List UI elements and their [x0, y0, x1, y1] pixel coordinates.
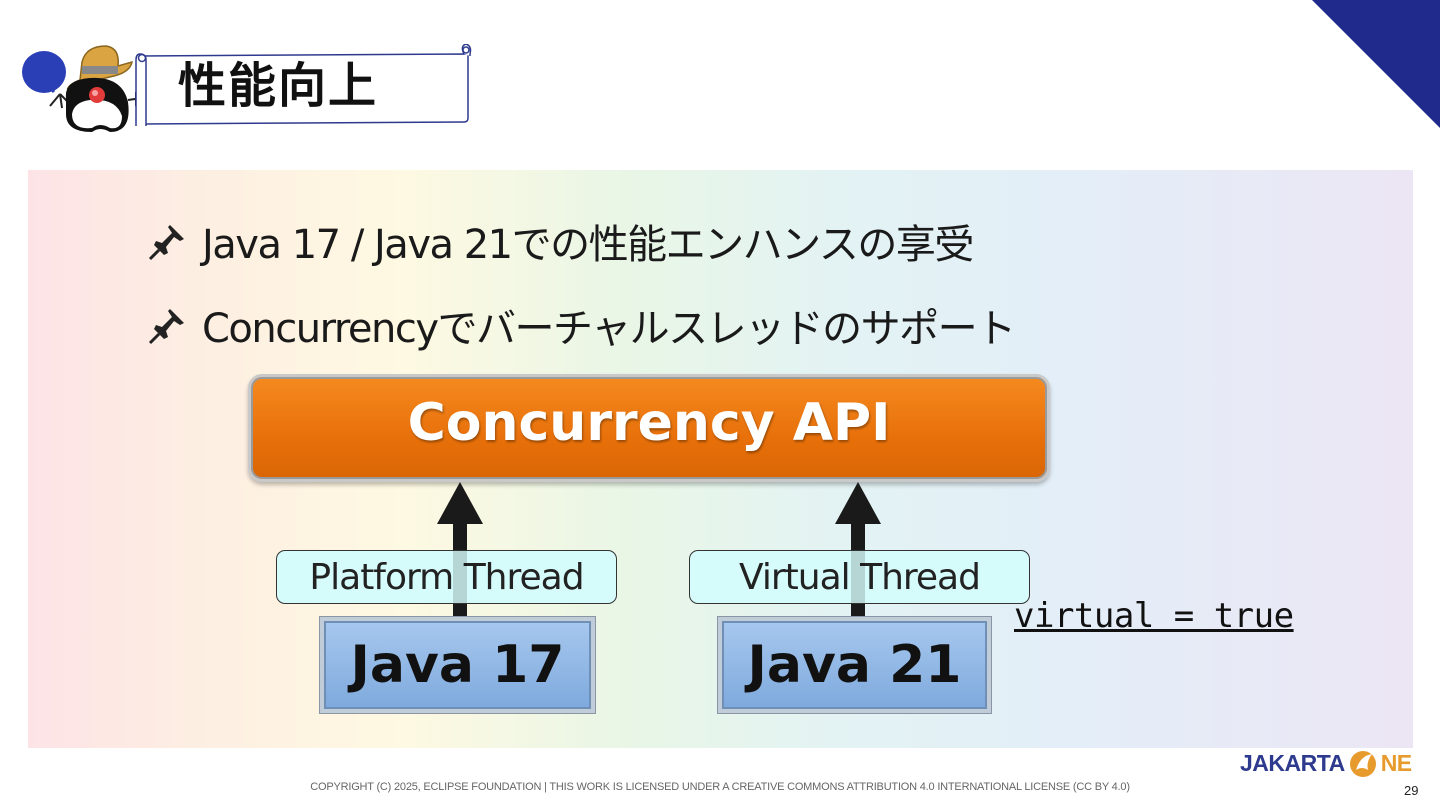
- brand-text-left: JAKARTA: [1240, 749, 1345, 776]
- java-21-box: Java 21: [717, 616, 992, 714]
- bullet-text: Concurrencyでバーチャルスレッドのサポート: [202, 306, 1016, 352]
- bullet-text: Java 17 / Java 21での性能エンハンスの享受: [202, 222, 974, 268]
- thread-label: Virtual Thread: [739, 556, 981, 598]
- java-17-box: Java 17: [319, 616, 596, 714]
- java-version-label: Java 17: [350, 635, 565, 695]
- bullet-item: Concurrencyでバーチャルスレッドのサポート: [146, 296, 1016, 354]
- java-version-label: Java 21: [747, 635, 962, 695]
- virtual-thread-box: Virtual Thread: [689, 550, 1030, 604]
- bullet-item: Java 17 / Java 21での性能エンハンスの享受: [146, 212, 974, 270]
- page-title: 性能向上: [178, 58, 379, 114]
- pushpin-icon: [148, 225, 184, 261]
- brand-text-right: NE: [1380, 749, 1412, 776]
- code-annotation: virtual = true: [1014, 596, 1294, 636]
- api-label: Concurrency API: [407, 393, 891, 453]
- flame-o-icon: [1349, 751, 1376, 777]
- footer-copyright: COPYRIGHT (C) 2025, ECLIPSE FOUNDATION |…: [0, 781, 1440, 793]
- jakarta-one-logo: JAKARTA NE: [1240, 748, 1412, 778]
- corner-accent-triangle: [1312, 0, 1440, 128]
- platform-thread-box: Platform Thread: [276, 550, 617, 604]
- duke-mascot-icon: [20, 40, 148, 136]
- arrow-stem-overlay: [851, 551, 865, 603]
- concurrency-api-box: Concurrency API: [248, 374, 1050, 482]
- pushpin-icon: [148, 309, 184, 345]
- page-number: 29: [1404, 783, 1419, 798]
- thread-label: Platform Thread: [309, 556, 584, 598]
- copyright-text: COPYRIGHT (C) 2025, ECLIPSE FOUNDATION |…: [310, 781, 1130, 793]
- title-banner: 性能向上: [134, 44, 474, 126]
- arrow-stem-overlay: [453, 551, 467, 603]
